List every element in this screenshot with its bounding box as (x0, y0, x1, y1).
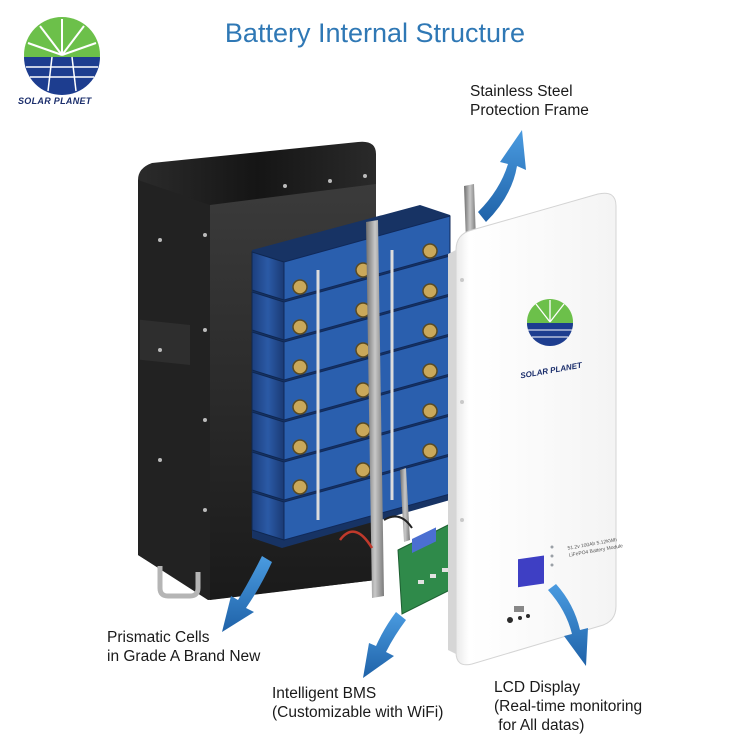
label-line: LCD Display (494, 679, 581, 696)
label-line: Intelligent BMS (272, 685, 377, 702)
arrow-icon (222, 556, 272, 632)
label-line: Protection Frame (470, 102, 589, 119)
arrow-icon (548, 584, 588, 666)
label-line: in Grade A Brand New (107, 648, 261, 665)
label-prismatic-cells: Prismatic Cells in Grade A Brand New (107, 628, 260, 666)
logo-sun-icon (527, 299, 573, 346)
bms-board (397, 519, 463, 615)
prismatic-cell-stack (251, 205, 451, 548)
label-bms: Intelligent BMS (Customizable with WiFi) (272, 684, 443, 722)
label-line: (Customizable with WiFi) (272, 704, 444, 721)
label-line: for All datas) (494, 717, 585, 734)
lcd-screen (518, 555, 544, 588)
brand-name: SOLAR PLANET (18, 96, 92, 106)
white-front-panel (448, 192, 617, 666)
logo-sun-icon (24, 17, 100, 95)
label-line: Prismatic Cells (107, 629, 210, 646)
label-steel-frame: Stainless Steel Protection Frame (470, 82, 589, 120)
label-lcd: LCD Display (Real-time monitoring for Al… (494, 678, 642, 735)
arrow-icon (363, 612, 406, 678)
label-line: Stainless Steel (470, 83, 573, 100)
page-title: Battery Internal Structure (224, 18, 526, 48)
stainless-steel-frame (339, 184, 476, 598)
arrow-icon (478, 130, 526, 222)
label-line: (Real-time monitoring (494, 698, 643, 715)
